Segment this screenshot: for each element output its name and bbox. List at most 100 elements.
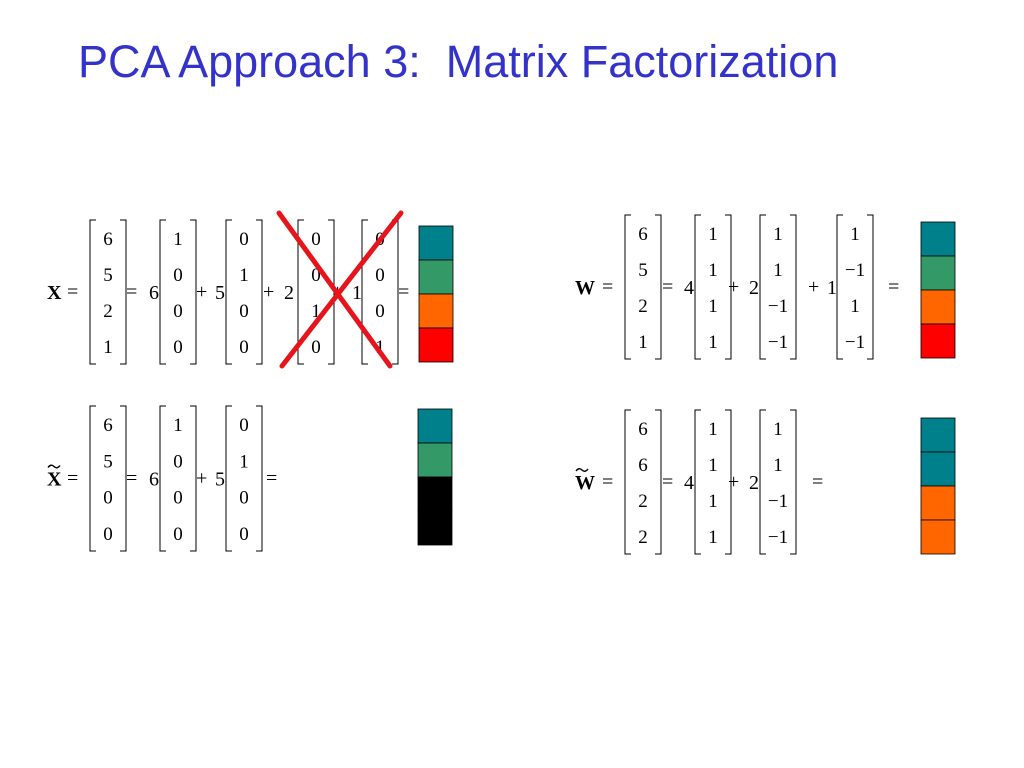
vector-entry: 0 [239, 524, 249, 545]
color-swatch-red [418, 327, 454, 363]
vector-entry: 1 [773, 455, 783, 476]
right-bracket [256, 405, 263, 552]
vector-entry: 1 [239, 451, 249, 472]
color-swatch-black [417, 510, 453, 546]
term-operator: =6 [126, 281, 159, 304]
vector-entry: 0 [173, 451, 183, 472]
color-swatch-green [417, 442, 453, 478]
right-bracket [120, 405, 127, 552]
left-bracket [225, 405, 232, 552]
scalar-coefficient: 4 [684, 277, 694, 299]
vector-entry: 6 [103, 415, 113, 436]
vector-entry: 6 [638, 455, 648, 476]
vector-entry: 5 [103, 265, 113, 286]
vector-entry: 0 [239, 415, 249, 436]
color-swatch-column [418, 225, 454, 363]
vector-entry: −1 [768, 296, 788, 317]
column-vector: 11−1−1 [759, 214, 797, 360]
vector-entry: 1 [708, 491, 718, 512]
plus-sign: + [808, 276, 819, 298]
scalar-coefficient: 2 [749, 472, 759, 494]
color-swatch-teal [417, 408, 453, 444]
term-operator: +2 [263, 281, 294, 304]
equals-sign: = [602, 471, 613, 493]
term-operator: =4 [662, 276, 694, 299]
color-swatch-teal [920, 417, 956, 453]
equation-x: X=65211000010000100001=6+5+2+1= [47, 210, 454, 369]
left-bracket [89, 405, 96, 552]
scalar-coefficient: 1 [827, 277, 837, 299]
right-bracket [655, 214, 662, 360]
right-bracket [790, 214, 797, 360]
right-bracket [725, 214, 732, 360]
right-bracket [120, 219, 127, 365]
equals-sign: = [67, 468, 78, 490]
vector-entry: 0 [239, 229, 249, 250]
lhs-symbol: X [47, 469, 62, 491]
lhs-symbol: X [47, 282, 62, 304]
vector-entry: 2 [638, 296, 648, 317]
vector-entry: 0 [173, 524, 183, 545]
color-swatch-orange [920, 289, 956, 325]
right-bracket [655, 409, 662, 555]
vector-entry: 1 [103, 337, 113, 358]
equals-sign: = [888, 276, 899, 298]
color-swatch-green [920, 255, 956, 291]
vector-entry: 1 [311, 301, 321, 322]
scalar-coefficient: 4 [684, 472, 694, 494]
right-bracket [190, 405, 197, 552]
color-swatch-teal [418, 225, 454, 261]
vector-entry: 1 [375, 337, 385, 358]
left-bracket [361, 219, 368, 365]
scalar-coefficient: 6 [149, 282, 159, 304]
vector-entry: 6 [638, 419, 648, 440]
vector-entry: 0 [173, 337, 183, 358]
color-swatch-column [920, 417, 956, 555]
tilde-mark [47, 464, 61, 469]
right-bracket [256, 219, 263, 365]
slide-title: PCA Approach 3: Matrix Factorization [78, 36, 839, 87]
vector-entry: −1 [845, 260, 865, 281]
vector-entry: 0 [311, 337, 321, 358]
vector-entry: 0 [173, 488, 183, 509]
equals-sign: = [126, 281, 137, 303]
lhs-symbol: W [575, 277, 595, 299]
vector-entry: −1 [768, 527, 788, 548]
color-swatch-teal [920, 221, 956, 257]
equals-sign: = [662, 471, 673, 493]
plus-sign: + [196, 468, 207, 490]
left-bracket [624, 214, 631, 360]
left-bracket [624, 409, 631, 555]
color-swatch-black [417, 476, 453, 512]
right-bracket [790, 409, 797, 555]
vector-entry: 1 [173, 229, 183, 250]
vector-entry: 2 [638, 491, 648, 512]
vector-entry: 1 [773, 419, 783, 440]
vector-entry: −1 [768, 491, 788, 512]
color-swatch-teal [920, 451, 956, 487]
scalar-coefficient: 6 [149, 469, 159, 491]
scalar-coefficient: 1 [352, 282, 362, 304]
right-bracket [725, 409, 732, 555]
vector-entry: 1 [708, 527, 718, 548]
lhs-symbol: W [575, 472, 595, 494]
vector-entry: −1 [845, 332, 865, 353]
left-bracket [159, 405, 166, 552]
vector-entry: 0 [173, 301, 183, 322]
equals-sign: = [126, 468, 137, 490]
tilde-mark [575, 468, 589, 472]
vector-entry: 6 [638, 224, 648, 245]
equals-sign: = [266, 468, 277, 490]
vector-entry: 1 [708, 419, 718, 440]
left-bracket [836, 214, 843, 360]
vector-entry: 1 [850, 224, 860, 245]
term-operator: +5 [196, 281, 225, 304]
color-swatch-orange [920, 485, 956, 521]
scalar-coefficient: 2 [749, 277, 759, 299]
